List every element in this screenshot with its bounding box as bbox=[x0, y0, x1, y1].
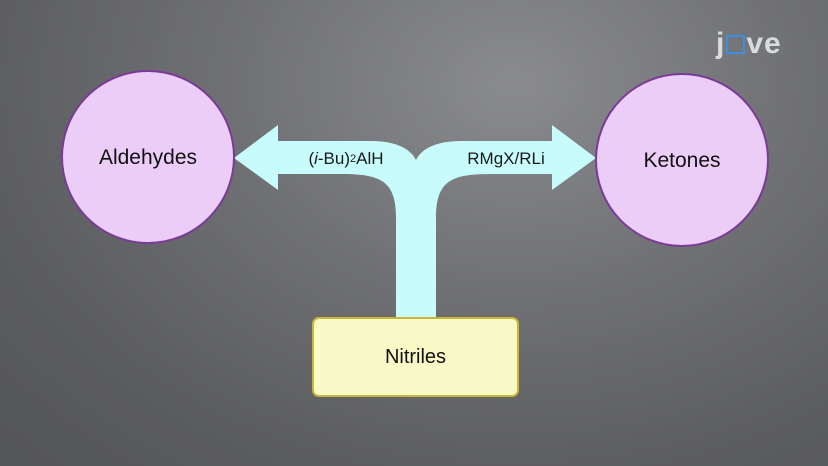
ketones-label: Ketones bbox=[643, 149, 721, 172]
reagent-left-italic: i bbox=[314, 149, 318, 168]
split-arrow bbox=[234, 125, 596, 318]
nitriles-label: Nitriles bbox=[384, 345, 447, 368]
nitriles-node bbox=[312, 317, 519, 397]
logo-o-box bbox=[726, 34, 746, 54]
reagent-left-suffix: AlH bbox=[356, 149, 384, 168]
reagent-left-subscript: 2 bbox=[350, 153, 357, 165]
aldehydes-label: Aldehydes bbox=[98, 146, 198, 169]
reagent-left-prefix: ( bbox=[308, 149, 315, 168]
logo-text-left: j bbox=[716, 27, 726, 60]
reagent-left-mid: -Bu) bbox=[317, 149, 351, 168]
aldehydes-node bbox=[61, 70, 235, 244]
ketones-node bbox=[595, 73, 769, 247]
reagent-right-label: RMgX/RLi bbox=[467, 149, 545, 168]
logo-text-right: ve bbox=[746, 27, 782, 60]
